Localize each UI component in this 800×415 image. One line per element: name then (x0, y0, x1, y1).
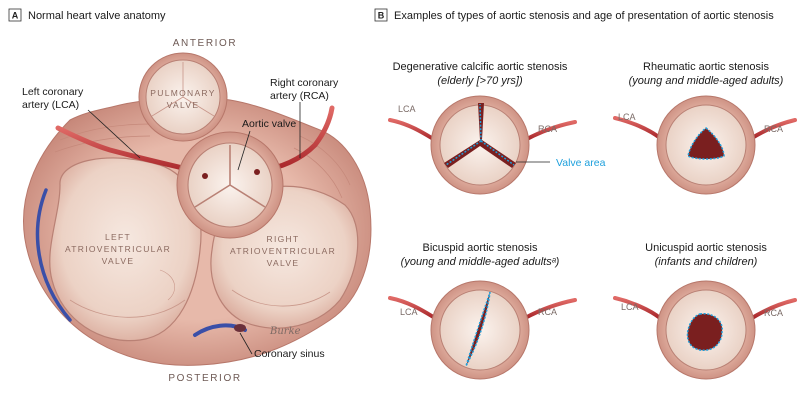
example-2-lca: LCA (618, 112, 636, 122)
aortic-valve (176, 131, 284, 239)
example-3-lca: LCA (400, 307, 418, 317)
panel-b-letter-box (374, 8, 388, 22)
panel-a-letter: A (12, 11, 19, 21)
example-4-name: Unicuspid aortic stenosis (645, 242, 767, 254)
example-2-orifice (687, 127, 725, 160)
pulmonary-valve-label-1: PULMONARY (150, 88, 215, 98)
panel-a: A Normal heart valve anatomy (8, 8, 372, 384)
lca-vessel (55, 125, 203, 175)
example-4-age: (infants and children) (655, 256, 758, 268)
left-av-label-1: LEFT (105, 232, 131, 242)
right-av-label-1: RIGHT (267, 234, 300, 244)
example-2-rca: RCA (764, 124, 783, 134)
valve-area-callout: Valve area (556, 157, 606, 169)
pulmonary-valve-label-2: VALVE (167, 100, 200, 110)
example-4-rca: RCA (764, 308, 783, 318)
panel-a-letter-box (8, 8, 22, 22)
right-av-label-2: ATRIOVENTRICULAR (230, 246, 336, 256)
artist-signature: Burke (269, 326, 301, 337)
pulmonary-valve (138, 52, 228, 142)
lca-callout-2: artery (LCA) (22, 99, 79, 111)
panel-b: B Examples of types of aortic stenosis a… (374, 8, 797, 380)
example-1-rca: RCA (538, 124, 557, 134)
anterior-label: ANTERIOR (173, 38, 237, 49)
example-rheumatic: Rheumatic aortic stenosis (young and mid… (613, 61, 797, 195)
rca-callout-2: artery (RCA) (270, 90, 329, 102)
aortic-valve-callout: Aortic valve (242, 118, 296, 130)
example-3-rca: RCA (538, 307, 557, 317)
example-1-age: (elderly [>70 yrs]) (437, 75, 523, 87)
left-av-label-2: ATRIOVENTRICULAR (65, 244, 171, 254)
example-3-age: (young and middle-aged adultsᵃ) (401, 256, 560, 268)
example-2-name: Rheumatic aortic stenosis (643, 61, 769, 73)
left-av-valve-shape (49, 157, 202, 342)
example-1-orifice (444, 103, 516, 168)
example-3-name: Bicuspid aortic stenosis (423, 242, 538, 254)
rca-callout-1: Right coronary (270, 77, 339, 89)
example-bicuspid: Bicuspid aortic stenosis (young and midd… (388, 242, 577, 380)
example-1-lca: LCA (398, 104, 416, 114)
panel-b-letter: B (378, 11, 385, 21)
example-degenerative-calcific: Degenerative calcific aortic stenosis (e… (388, 61, 606, 195)
coronary-sinus-callout: Coronary sinus (254, 348, 325, 360)
posterior-label: POSTERIOR (168, 373, 241, 384)
example-1-name: Degenerative calcific aortic stenosis (393, 61, 568, 73)
example-2-age: (young and middle-aged adults) (629, 75, 784, 87)
right-av-label-3: VALVE (267, 258, 300, 268)
example-unicuspid: Unicuspid aortic stenosis (infants and c… (613, 242, 797, 380)
example-4-orifice (686, 312, 723, 352)
left-av-label-3: VALVE (102, 256, 135, 266)
panel-a-title: Normal heart valve anatomy (28, 10, 166, 22)
example-3-orifice (465, 291, 491, 367)
example-4-lca: LCA (621, 302, 639, 312)
panel-b-title: Examples of types of aortic stenosis and… (394, 10, 774, 22)
lca-callout-1: Left coronary (22, 86, 84, 98)
left-vein (35, 188, 72, 322)
